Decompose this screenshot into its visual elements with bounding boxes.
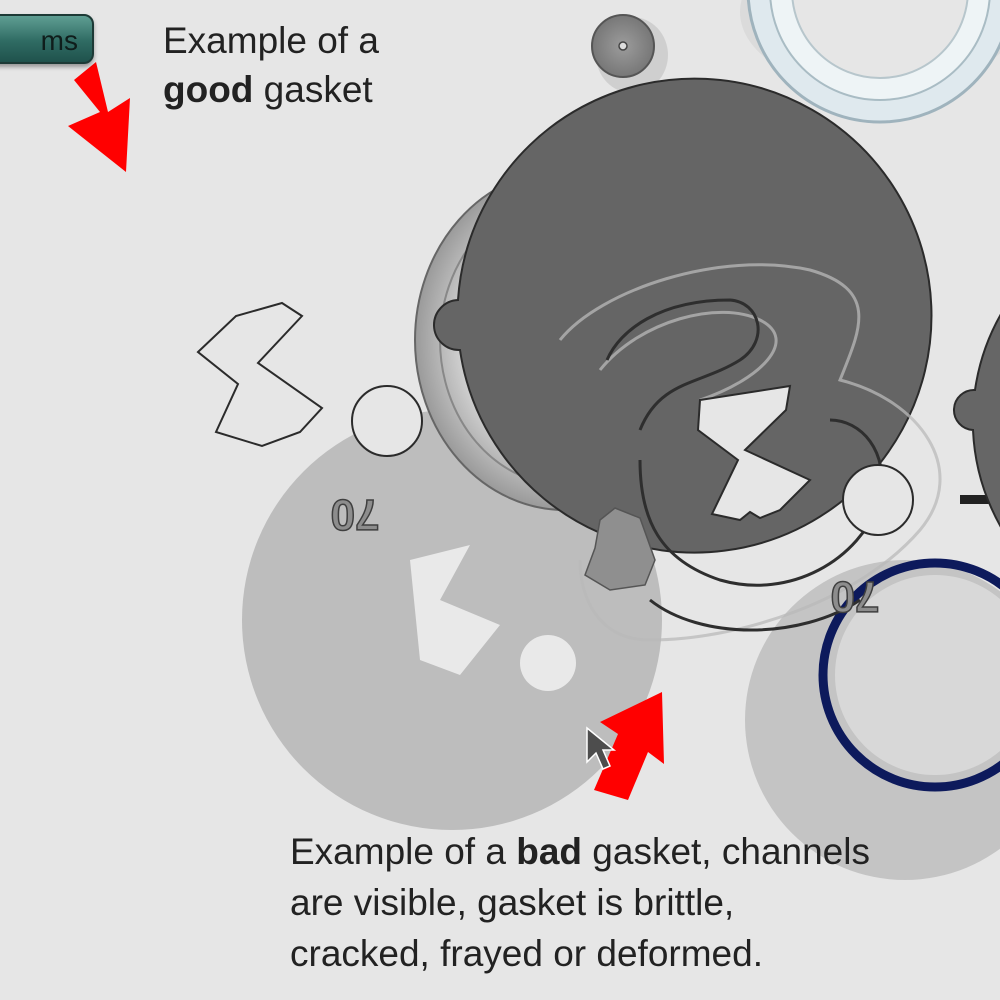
good-gasket-center-cutout bbox=[196, 301, 324, 448]
good-gasket-round-hole bbox=[351, 385, 423, 457]
bad-caption-line3: cracked, frayed or deformed. bbox=[290, 933, 763, 975]
nav-button[interactable]: ms bbox=[0, 14, 94, 64]
arrow-to-bad-gasket bbox=[594, 692, 664, 800]
pale-ring-part bbox=[740, 0, 1000, 124]
o-ring bbox=[818, 558, 1000, 792]
arrow-to-good-gasket bbox=[68, 62, 130, 172]
bad-gasket-caption: Example of a bad gasket, channels are vis… bbox=[290, 826, 990, 979]
bad-gasket-round-hole bbox=[842, 464, 914, 536]
good-caption-line1: Example of a bbox=[163, 20, 379, 61]
good-gasket: 70 bbox=[196, 77, 933, 554]
bad-caption-line2: are visible, gasket is brittle, bbox=[290, 882, 735, 924]
bad-gasket: 70 bbox=[558, 263, 1000, 642]
fitting-line bbox=[960, 495, 1000, 504]
bad-caption-line1-rest: gasket, channels bbox=[582, 831, 870, 872]
bad-caption-prefix: Example of a bbox=[290, 831, 517, 872]
good-gasket-stamp: 70 bbox=[331, 490, 380, 539]
good-gasket-caption: Example of a good gasket bbox=[163, 16, 463, 114]
small-cap-part bbox=[591, 14, 668, 93]
bad-gasket-stamp: 70 bbox=[831, 572, 880, 621]
bad-caption-bold: bad bbox=[516, 831, 583, 872]
bad-gasket-inner-channels bbox=[605, 298, 884, 632]
good-caption-rest: gasket bbox=[253, 69, 373, 111]
bad-gasket-channels bbox=[558, 263, 942, 642]
bad-gasket-center-cutout bbox=[696, 384, 812, 522]
bad-gasket-crack bbox=[584, 507, 656, 591]
good-caption-bold: good bbox=[163, 69, 254, 111]
mouse-cursor-icon bbox=[586, 726, 617, 770]
good-gasket-shadow-cutouts bbox=[410, 545, 576, 691]
